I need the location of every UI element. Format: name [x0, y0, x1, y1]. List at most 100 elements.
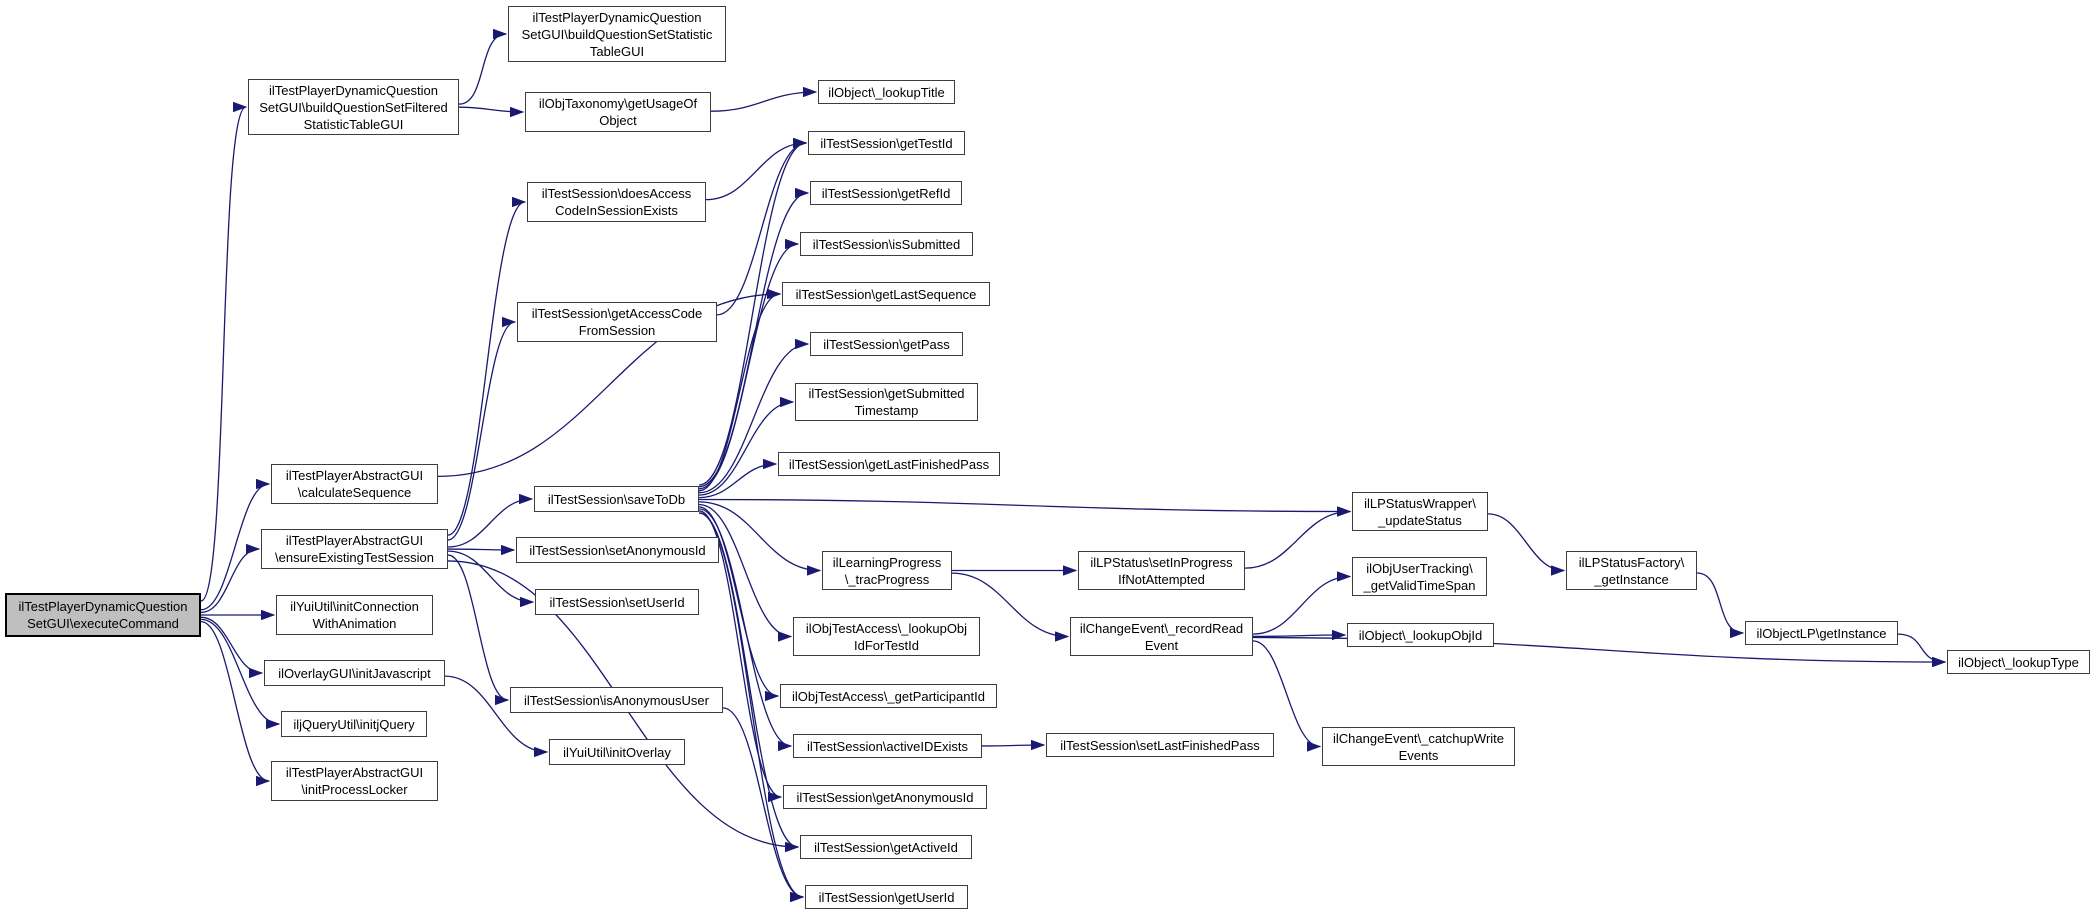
- graph-node-getTestId[interactable]: ilTestSession\getTestId: [808, 131, 965, 155]
- graph-node-label-line: _getValidTimeSpan: [1363, 577, 1476, 593]
- edge-saveToDb-to-tracProgress: [698, 501, 822, 576]
- graph-node-lookupTitle[interactable]: ilObject\_lookupTitle: [818, 80, 955, 104]
- graph-node-initJavascript[interactable]: ilOverlayGUI\initJavascript: [264, 660, 445, 686]
- graph-node-label-line: ilTestSession\getRefId: [821, 185, 951, 201]
- graph-node-label-line: FromSession: [578, 323, 656, 338]
- graph-node-label-line: ilObjTestAccess\_getParticipantId: [792, 688, 985, 704]
- graph-node-label-line: CodeInSessionExists: [555, 203, 678, 218]
- graph-node-label-line: StatisticTableGUI: [303, 116, 404, 132]
- graph-node-label-line: ilLPStatus\setInProgress: [1090, 554, 1233, 570]
- edge-ensureExisting-to-saveToDb: [447, 493, 534, 548]
- edge-initJavascript-to-initOverlay: [444, 675, 549, 758]
- graph-node-label-line: _updateStatus: [1378, 512, 1462, 528]
- graph-node-label-line: ilTestSession\saveToDb: [547, 491, 686, 507]
- graph-node-isSubmitted[interactable]: ilTestSession\isSubmitted: [800, 232, 973, 256]
- graph-node-label-line: ilLearningProgress: [832, 554, 942, 570]
- edge-objectLP-to-lookupType: [1897, 633, 1947, 668]
- graph-node-label-line: ilObjTaxonomy\getUsageOf: [538, 96, 698, 111]
- edge-saveToDb-to-getLastFinishedPass: [698, 458, 778, 499]
- graph-node-label-line: ilTestSession\doesAccess: [541, 186, 692, 201]
- graph-node-label-line: ilOverlayGUI\initJavascript: [278, 665, 431, 681]
- graph-node-tracProgress[interactable]: ilLearningProgress\_tracProgress: [822, 551, 952, 590]
- edge-recordReadEvent-to-catchupWrite: [1252, 640, 1322, 752]
- graph-node-label-line: ilTestPlayerAbstractGUI: [285, 533, 424, 548]
- graph-node-label-line: ilTestPlayerAbstractGUI: [285, 468, 424, 483]
- edge-executeCommand-to-calculateSequence: [200, 478, 271, 611]
- graph-node-label-line: ilObject\_lookupType: [1958, 654, 2079, 670]
- edge-tracProgress-to-recordReadEvent: [951, 572, 1070, 642]
- edge-executeCommand-to-ensureExisting: [200, 543, 261, 614]
- graph-node-label-line: ilTestSession\getLastSequence: [795, 286, 977, 302]
- edge-executeCommand-to-initJavascript: [200, 616, 264, 679]
- graph-node-label-line: ilTestSession\getLastFinishedPass: [788, 456, 990, 472]
- graph-node-label-line: _getInstance: [1594, 571, 1669, 587]
- graph-node-lookupType[interactable]: ilObject\_lookupType: [1947, 650, 2090, 674]
- graph-node-label-line: ilTestSession\setAnonymousId: [529, 542, 706, 558]
- graph-node-initjQuery[interactable]: iljQueryUtil\initjQuery: [281, 711, 427, 737]
- graph-node-getUserId[interactable]: ilTestSession\getUserId: [805, 885, 968, 909]
- graph-node-label-line: ilTestSession\getActiveId: [814, 839, 958, 855]
- graph-node-getAnonymousId[interactable]: ilTestSession\getAnonymousId: [783, 785, 987, 809]
- graph-node-label-line: ilLPStatusWrapper\: [1364, 495, 1476, 511]
- graph-node-lpFactory[interactable]: ilLPStatusFactory\_getInstance: [1566, 551, 1697, 590]
- graph-node-label-line: TableGUI: [589, 43, 645, 59]
- edge-updateStatus-to-lpFactory: [1487, 513, 1566, 576]
- edge-calculateSequence-to-getLastSequence: [437, 288, 782, 478]
- graph-node-label-line: Events: [1398, 747, 1439, 763]
- graph-node-label-line: \calculateSequence: [297, 485, 412, 500]
- graph-node-initProcessLocker[interactable]: ilTestPlayerAbstractGUI\initProcessLocke…: [271, 761, 438, 801]
- edge-executeCommand-to-initProcessLocker: [200, 620, 271, 787]
- graph-node-label-line: IfNotAttempted: [1118, 571, 1205, 587]
- graph-node-setUserId[interactable]: ilTestSession\setUserId: [535, 589, 699, 615]
- graph-node-label-line: SetGUI\executeCommand: [27, 616, 179, 631]
- graph-node-label-line: ilTestSession\setUserId: [549, 594, 685, 610]
- graph-node-objectLP[interactable]: ilObjectLP\getInstance: [1745, 621, 1898, 645]
- edge-buildFiltered-to-buildStatistic: [458, 28, 508, 105]
- graph-node-getLastSequence[interactable]: ilTestSession\getLastSequence: [782, 282, 990, 306]
- graph-node-calculateSequence[interactable]: ilTestPlayerAbstractGUI \calculateSequenc…: [271, 464, 438, 504]
- graph-node-getParticipantId[interactable]: ilObjTestAccess\_getParticipantId: [780, 684, 997, 708]
- graph-node-label-line: Timestamp: [854, 403, 919, 418]
- graph-node-ensureExisting[interactable]: ilTestPlayerAbstractGUI\ensureExistingTe…: [261, 529, 448, 569]
- graph-node-updateStatus[interactable]: ilLPStatusWrapper\_updateStatus: [1352, 492, 1488, 531]
- edge-saveToDb-to-activeIDExists: [698, 508, 793, 752]
- graph-node-lookupObjId[interactable]: ilObject\_lookupObjId: [1347, 623, 1494, 647]
- edge-getUsageOfObject-to-lookupTitle: [710, 86, 818, 112]
- graph-node-setLastFinishedPass[interactable]: ilTestSession\setLastFinishedPass: [1046, 733, 1274, 757]
- graph-node-label-line: ilYuiUtil\initOverlay: [563, 744, 671, 760]
- graph-node-label-line: \initProcessLocker: [301, 782, 408, 797]
- graph-node-getLastFinishedPass[interactable]: ilTestSession\getLastFinishedPass: [778, 452, 1000, 476]
- graph-node-label-line: ilTestSession\activeIDExists: [806, 738, 969, 754]
- graph-node-label-line: ilObjectLP\getInstance: [1756, 625, 1887, 641]
- edge-saveToDb-to-getSubmittedTimestamp: [698, 396, 795, 496]
- graph-node-label-line: SetGUI\buildQuestionSetFiltered: [259, 99, 448, 115]
- graph-node-setAnonymousId[interactable]: ilTestSession\setAnonymousId: [516, 537, 719, 563]
- graph-node-getRefId[interactable]: ilTestSession\getRefId: [810, 181, 962, 205]
- edge-isAnonymousUser-to-getUserId: [722, 707, 805, 903]
- graph-node-label-line: ilTestPlayerDynamicQuestion: [18, 599, 188, 614]
- graph-node-label-line: ilTestSession\getSubmitted: [808, 386, 965, 401]
- graph-node-saveToDb[interactable]: ilTestSession\saveToDb: [534, 486, 699, 512]
- graph-node-label-line: ilTestSession\getAnonymousId: [796, 789, 974, 805]
- edge-saveToDb-to-getTestId: [698, 137, 808, 486]
- graph-node-label-line: ilLPStatusFactory\: [1578, 554, 1685, 570]
- graph-node-isAnonymousUser[interactable]: ilTestSession\isAnonymousUser: [510, 687, 723, 713]
- graph-node-getPass[interactable]: ilTestSession\getPass: [810, 332, 963, 356]
- graph-node-initOverlay[interactable]: ilYuiUtil\initOverlay: [549, 739, 685, 765]
- graph-node-activeIDExists[interactable]: ilTestSession\activeIDExists: [793, 734, 982, 758]
- edge-recordReadEvent-to-lookupObjId: [1252, 629, 1347, 641]
- graph-node-getValidTimeSpan[interactable]: ilObjUserTracking\_getValidTimeSpan: [1352, 557, 1487, 596]
- graph-node-getActiveId[interactable]: ilTestSession\getActiveId: [800, 835, 972, 859]
